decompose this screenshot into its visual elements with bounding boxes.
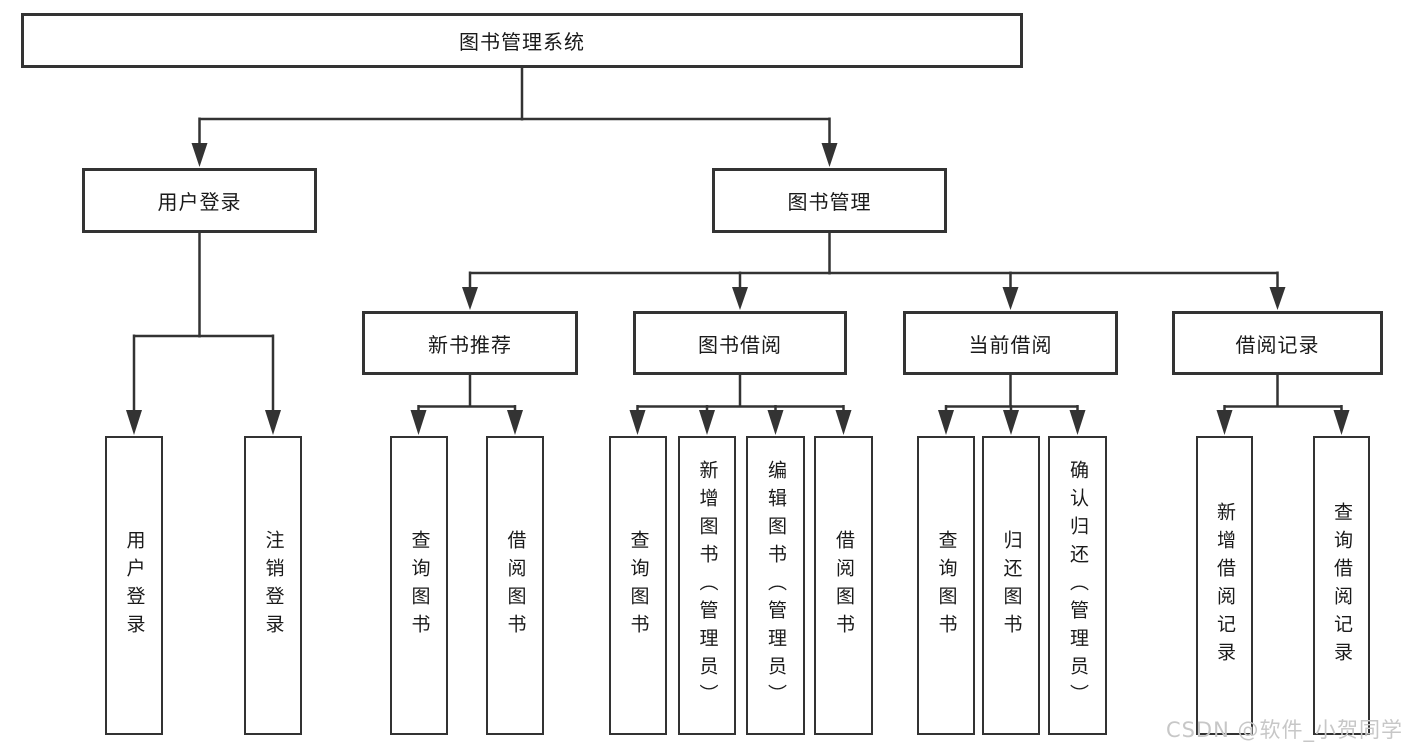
connector-current-borrowing-to-leaves xyxy=(938,375,1086,435)
connector-root-to-level2 xyxy=(191,68,838,167)
connector-borrowing-records-to-leaves xyxy=(1216,375,1350,435)
node-label: 图书管理 xyxy=(787,190,872,214)
leaf-user-login: 用户登录 xyxy=(105,436,163,735)
leaf-borrow-books: 借阅图书 xyxy=(814,436,873,735)
leaf-confirm-return-admin: 确认归还（管理员） xyxy=(1048,436,1107,735)
connector-book-borrowing-to-leaves xyxy=(629,375,852,435)
leaf-label: 借阅图书 xyxy=(833,529,855,642)
leaf-add-books-admin: 新增图书（管理员） xyxy=(678,436,736,735)
connector-book-management-to-level3 xyxy=(462,233,1286,310)
leaf-label: 新增图书（管理员） xyxy=(696,459,719,712)
connector-user-login-to-leaves xyxy=(126,233,281,435)
node-user-login: 用户登录 xyxy=(82,168,317,233)
node-label: 图书管理系统 xyxy=(459,30,585,54)
leaf-label: 确认归还（管理员） xyxy=(1067,459,1089,712)
node-current-borrowing: 当前借阅 xyxy=(903,311,1118,375)
node-book-borrowing: 图书借阅 xyxy=(633,311,847,375)
leaf-edit-books-admin: 编辑图书（管理员） xyxy=(746,436,805,735)
leaf-logout: 注销登录 xyxy=(244,436,302,735)
node-label: 借阅记录 xyxy=(1235,332,1320,357)
leaf-label: 查询借阅记录 xyxy=(1331,501,1353,670)
node-new-book-recommendation: 新书推荐 xyxy=(362,311,578,375)
leaf-borrow-books: 借阅图书 xyxy=(486,436,544,735)
node-book-management-system: 图书管理系统 xyxy=(21,13,1023,68)
leaf-query-borrow-record: 查询借阅记录 xyxy=(1313,436,1370,735)
node-label: 当前借阅 xyxy=(968,332,1053,357)
leaf-label: 注销登录 xyxy=(262,529,285,642)
leaf-query-books: 查询图书 xyxy=(609,436,667,735)
leaf-label: 用户登录 xyxy=(123,529,146,642)
leaf-label: 查询图书 xyxy=(935,529,958,642)
leaf-query-books: 查询图书 xyxy=(917,436,975,735)
leaf-add-borrow-record: 新增借阅记录 xyxy=(1196,436,1253,735)
node-borrowing-records: 借阅记录 xyxy=(1172,311,1383,375)
watermark-text: CSDN @软件_小贺同学 xyxy=(1165,718,1403,742)
leaf-label: 借阅图书 xyxy=(504,529,527,642)
node-label: 用户登录 xyxy=(157,190,242,214)
node-label: 新书推荐 xyxy=(428,332,512,357)
node-book-management: 图书管理 xyxy=(712,168,947,233)
leaf-label: 归还图书 xyxy=(1000,529,1023,642)
node-label: 图书借阅 xyxy=(698,332,782,357)
connector-new-book-recommendation-to-leaves xyxy=(410,375,523,435)
leaf-label: 新增借阅记录 xyxy=(1214,501,1236,670)
leaf-label: 编辑图书（管理员） xyxy=(765,459,787,712)
leaf-label: 查询图书 xyxy=(408,529,431,642)
leaf-return-books: 归还图书 xyxy=(982,436,1040,735)
leaf-label: 查询图书 xyxy=(627,529,650,642)
leaf-query-books: 查询图书 xyxy=(390,436,448,735)
